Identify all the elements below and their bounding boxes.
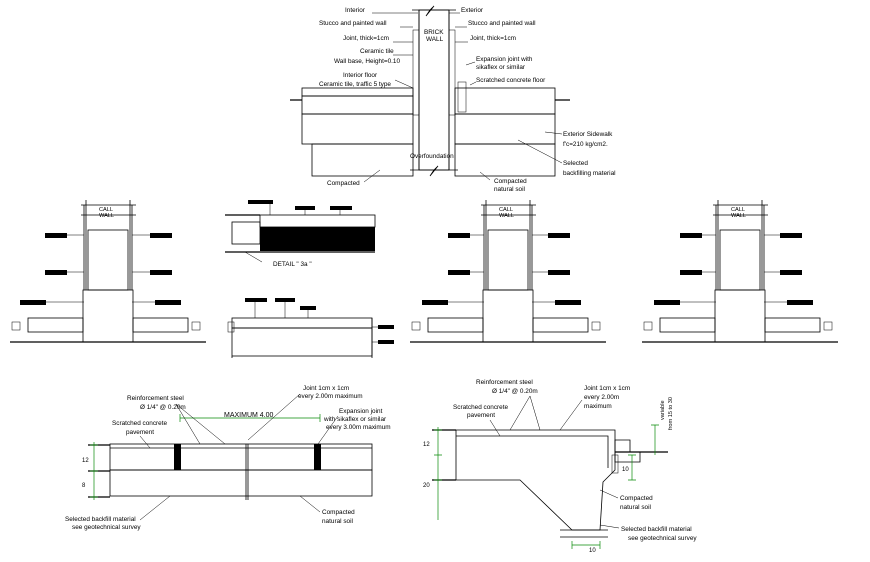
mini-wall-detail-2: CALL WALL [410,200,606,343]
ramp-dim-20: 20 [423,483,430,489]
reinforcement-label-2: Ø 1/4" @ 0.20m [140,404,186,411]
ramp-joint-label-3: maximum [584,403,612,410]
dim-8: 8 [82,483,86,489]
slab-joint-detail: 12 8 MAXIMUM 4.00 Reinforcement steel Ø … [65,385,391,531]
mini-wall-label: CALL [499,207,513,213]
expansion-label: Expansion joint with [476,56,533,63]
mini-wall-label: CALL [731,207,745,213]
interior-floor-label-2: Ceramic tile, traffic 5 type [319,81,391,88]
scratched-label: Scratched concrete [112,420,168,427]
joint-label: Joint 1cm x 1cm [303,385,349,392]
ramp-dim-12: 12 [423,442,430,448]
maximum-label: MAXIMUM 4.00 [224,412,274,419]
expansion-label-3: every 3.00m maximum [326,424,391,431]
ramp-joint-label: Joint 1cm x 1cm [584,385,630,392]
sidewalk-label: Exterior Sidewalk [563,131,613,138]
selected-label: Selected [563,160,588,167]
ceramic-label-2: Wall base, Height=0.10 [334,58,400,65]
ramp-reinforcement-label-2: Ø 1/4" @ 0.20m [492,388,538,395]
interior-label: Interior [345,7,366,14]
selected-label-2: backfilling material [563,170,616,177]
expansion-label-2: with sikaflex or similar [323,416,387,423]
compacted-label: Compacted [322,509,355,516]
ramp-reinforcement-label: Reinforcement steel [476,379,533,386]
variable-label-2: from 15 to 30 [668,397,674,430]
sidewalk-label-2: f'c=210 kg/cm2. [563,141,608,148]
ramp-selected-label-2: see geotechnical survey [628,535,697,542]
ramp-selected-label: Selected backfill material [621,526,692,533]
brick-wall-label-2: WALL [426,36,444,43]
compacted-right-label-2: natural soil [494,186,525,193]
ramp-edge-detail: 12 20 10 10 Reinforcement steel Ø 1/4" @… [423,379,697,554]
compacted-left-label: Compacted [327,180,360,187]
joint-label-2: every 2.00m maximum [298,393,363,400]
detail-3a-label: DETAIL " 3a " [273,261,312,268]
mini-wall-label-2: WALL [499,213,514,219]
ceramic-label: Ceramic tile [360,48,394,55]
scratched-floor-label: Scratched concrete floor [476,77,546,84]
mini-wall-detail-1: CALL WALL [10,200,206,343]
detail-3a: DETAIL " 3a " [225,200,376,268]
variable-label: variable [660,400,666,420]
ramp-scratched-label-2: pavement [467,412,495,419]
mini-wall-detail-3: CALL WALL [642,200,838,343]
mini-wall-label-2: WALL [731,213,746,219]
ramp-compacted-label-2: natural soil [620,504,651,511]
joint-right-label: Joint, thick=1cm [470,35,516,42]
top-wall-detail: BRICK WALL Interior Stucco and painted w… [290,5,616,193]
compacted-right-label: Compacted [494,178,527,185]
exterior-label: Exterior [461,7,484,14]
ramp-scratched-label: Scratched concrete [453,404,509,411]
stucco-left-label: Stucco and painted wall [319,20,387,27]
ramp-joint-label-2: every 2.00m [584,394,619,401]
mini-wall-label-2: WALL [99,213,114,219]
overfoundation-label: Overfoundation [410,153,454,160]
slab-section-small [227,298,394,358]
interior-floor-label: Interior floor [343,72,378,79]
ramp-dim-10-side: 10 [622,467,629,473]
dim-12: 12 [82,458,89,464]
ramp-compacted-label: Compacted [620,495,653,502]
stucco-right-label: Stucco and painted wall [468,20,536,27]
scratched-label-2: pavement [126,429,154,436]
selected-label-2: see geotechnical survey [72,524,141,531]
joint-left-label: Joint, thick=1cm [343,35,389,42]
expansion-label: Expansion joint [339,408,383,415]
compacted-label-2: natural soil [322,518,353,525]
brick-wall-label: BRICK [424,29,444,36]
ramp-dim-10-bottom: 10 [589,548,596,554]
selected-label: Selected backfill material [65,516,136,523]
expansion-label-2: sikaflex or similar [476,64,526,71]
reinforcement-label: Reinforcement steel [127,395,184,402]
mini-wall-label: CALL [99,207,113,213]
